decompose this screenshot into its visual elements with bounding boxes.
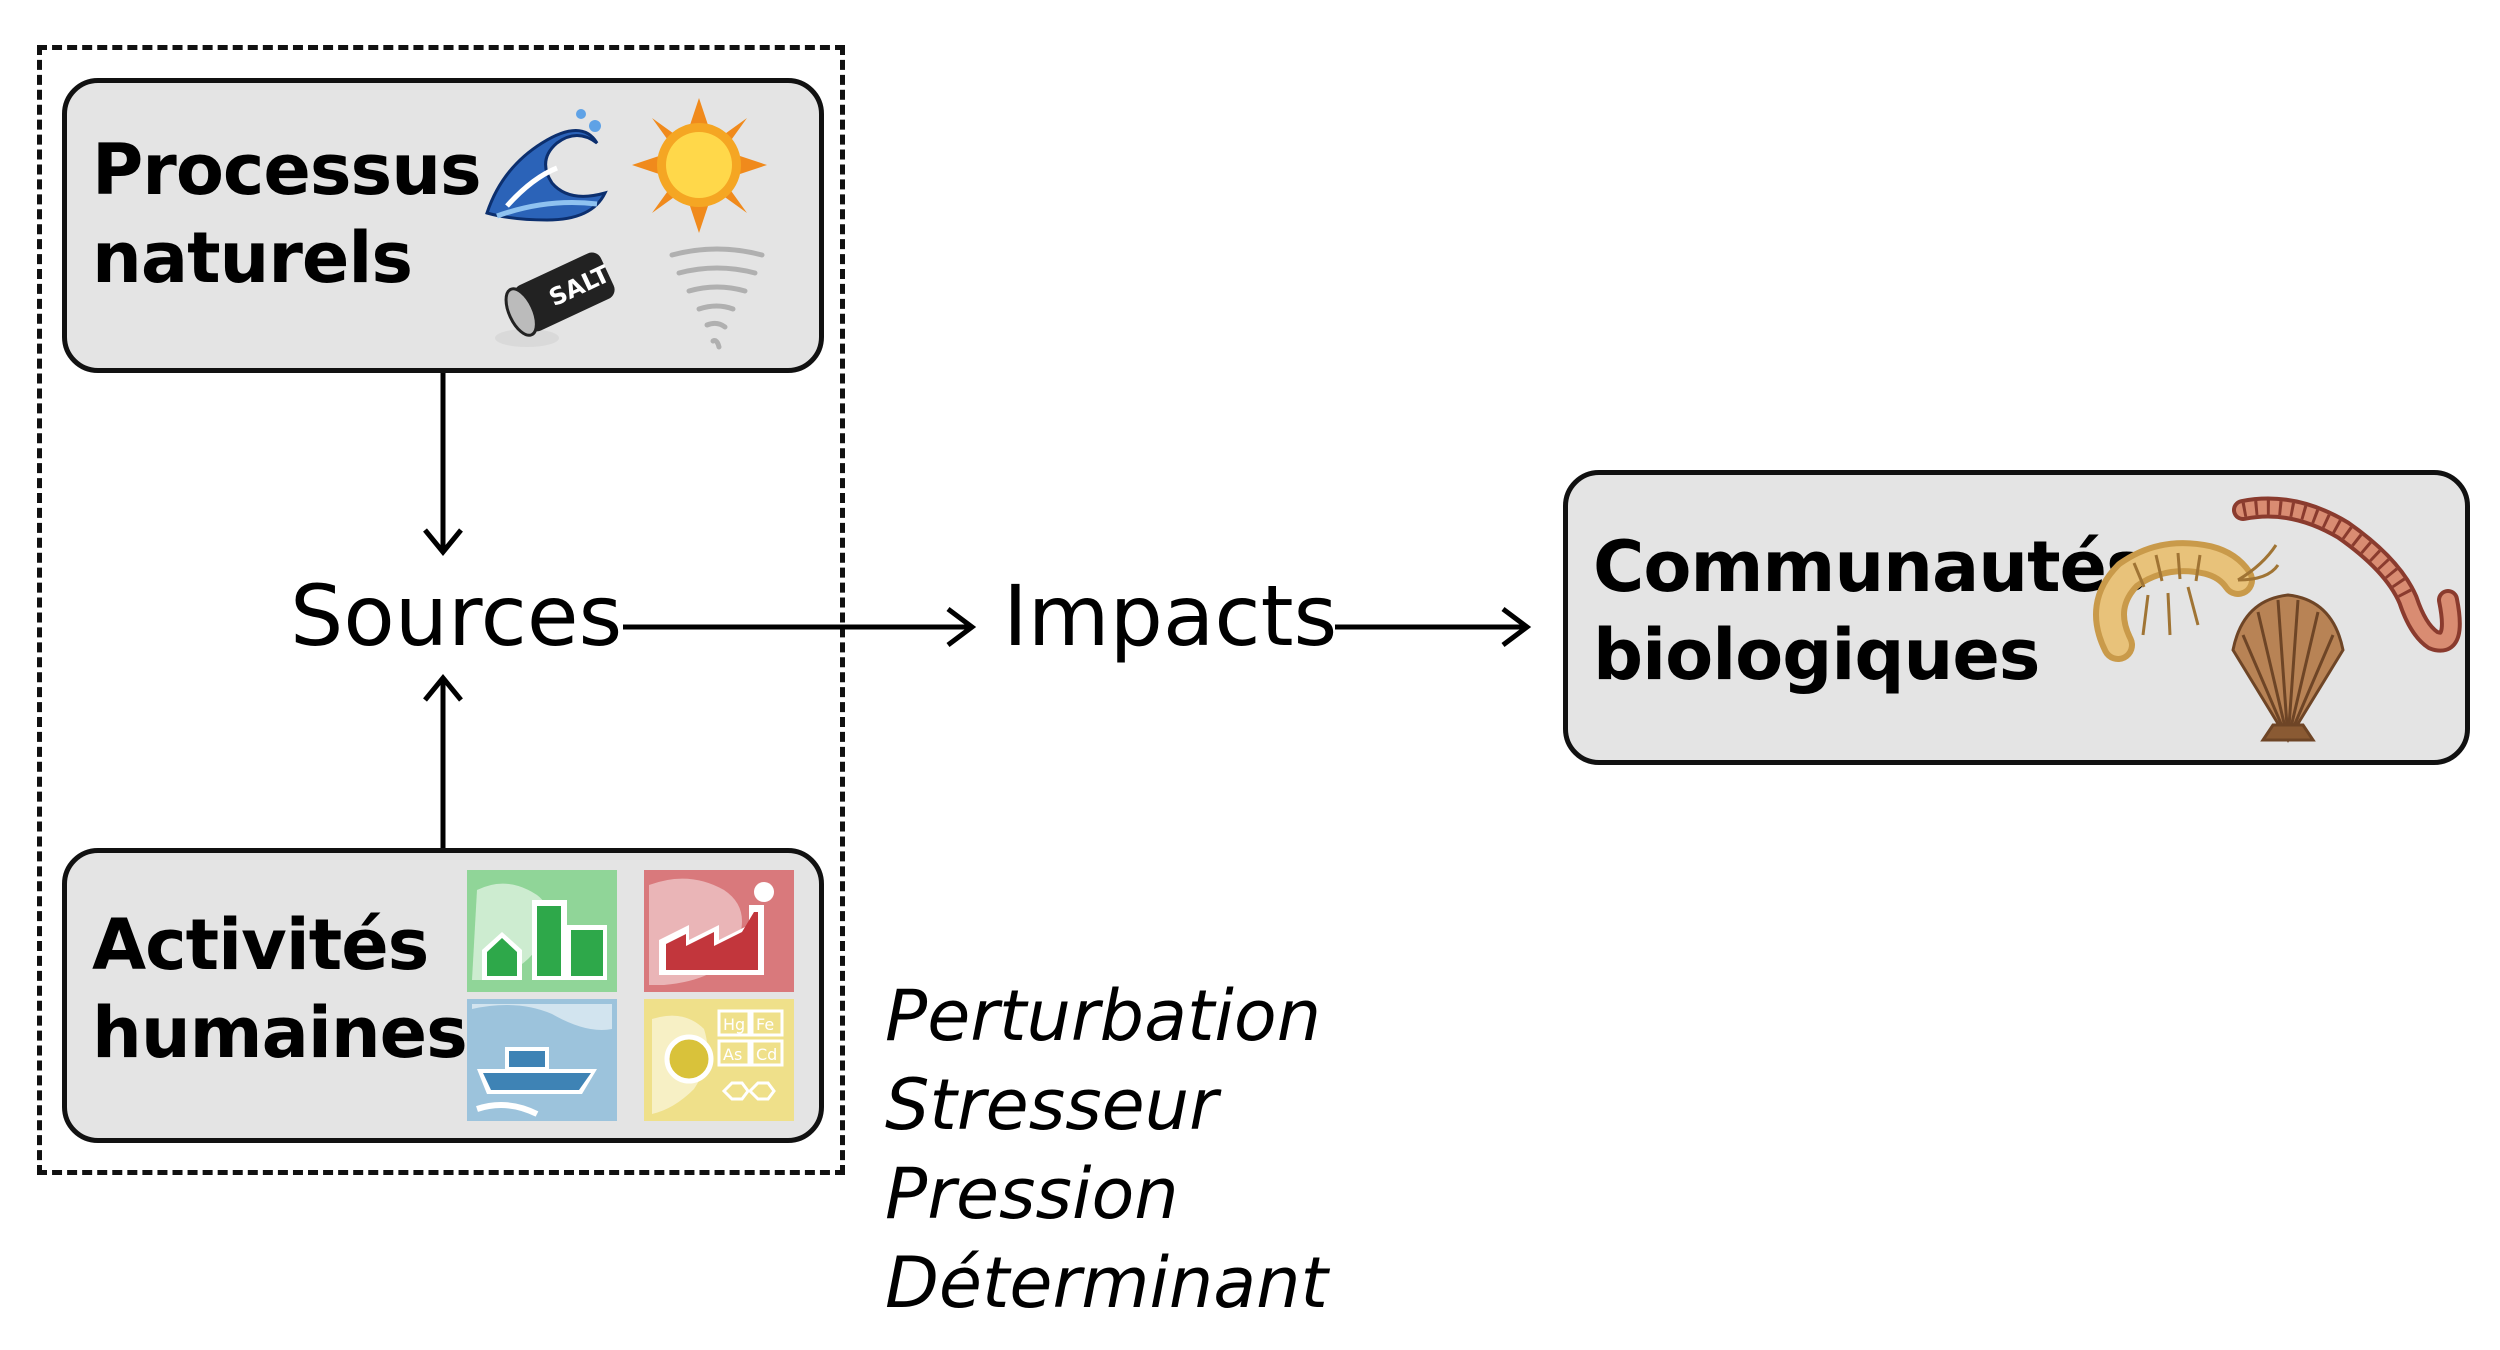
arrowhead-sources-to-impacts	[946, 607, 977, 647]
chem-cd-text: Cd	[756, 1045, 777, 1064]
human-activities-label: Activités humaines	[92, 904, 468, 1074]
term-item: Perturbation	[885, 975, 1322, 1057]
chem-hg-text: Hg	[723, 1015, 745, 1034]
natural-processes-box: Processus naturels	[62, 78, 824, 373]
human-activities-box: Activités humaines	[62, 848, 824, 1143]
arrowhead-human-to-sources	[423, 674, 463, 702]
term-item: Pression	[885, 1153, 1179, 1235]
biological-communities-label: Communautés biologiques	[1593, 526, 2148, 696]
chem-as-text: As	[723, 1045, 742, 1064]
natural-processes-label: Processus naturels	[92, 129, 482, 299]
chem-fe-text: Fe	[756, 1015, 774, 1034]
arrowhead-impacts-to-communities	[1501, 607, 1532, 647]
term-item: Déterminant	[885, 1242, 1328, 1324]
sources-label: Sources	[290, 567, 623, 665]
impacts-label: Impacts	[1003, 567, 1338, 665]
terms-list: Perturbation Stresseur Pression Détermin…	[885, 972, 1328, 1328]
sources-group-frame	[37, 45, 845, 1175]
arrowhead-natural-to-sources	[423, 528, 463, 556]
biological-communities-box: Communautés biologiques	[1563, 470, 2470, 765]
term-item: Stresseur	[885, 1064, 1218, 1146]
